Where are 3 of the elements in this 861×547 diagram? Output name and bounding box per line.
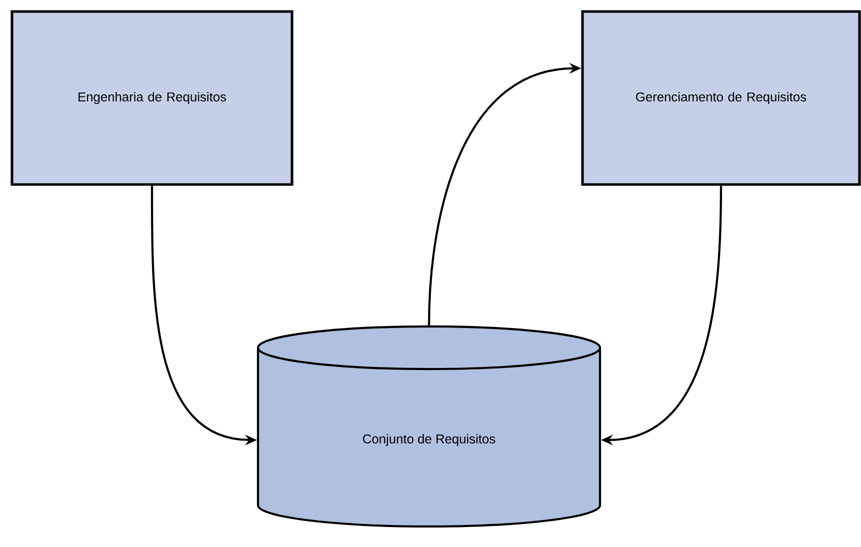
data-cylinder: Conjunto de Requisitos — [256, 325, 602, 528]
process-box: Gerenciamento de Requisitos — [581, 10, 861, 186]
process-box: Engenharia de Requisitos — [10, 10, 294, 186]
